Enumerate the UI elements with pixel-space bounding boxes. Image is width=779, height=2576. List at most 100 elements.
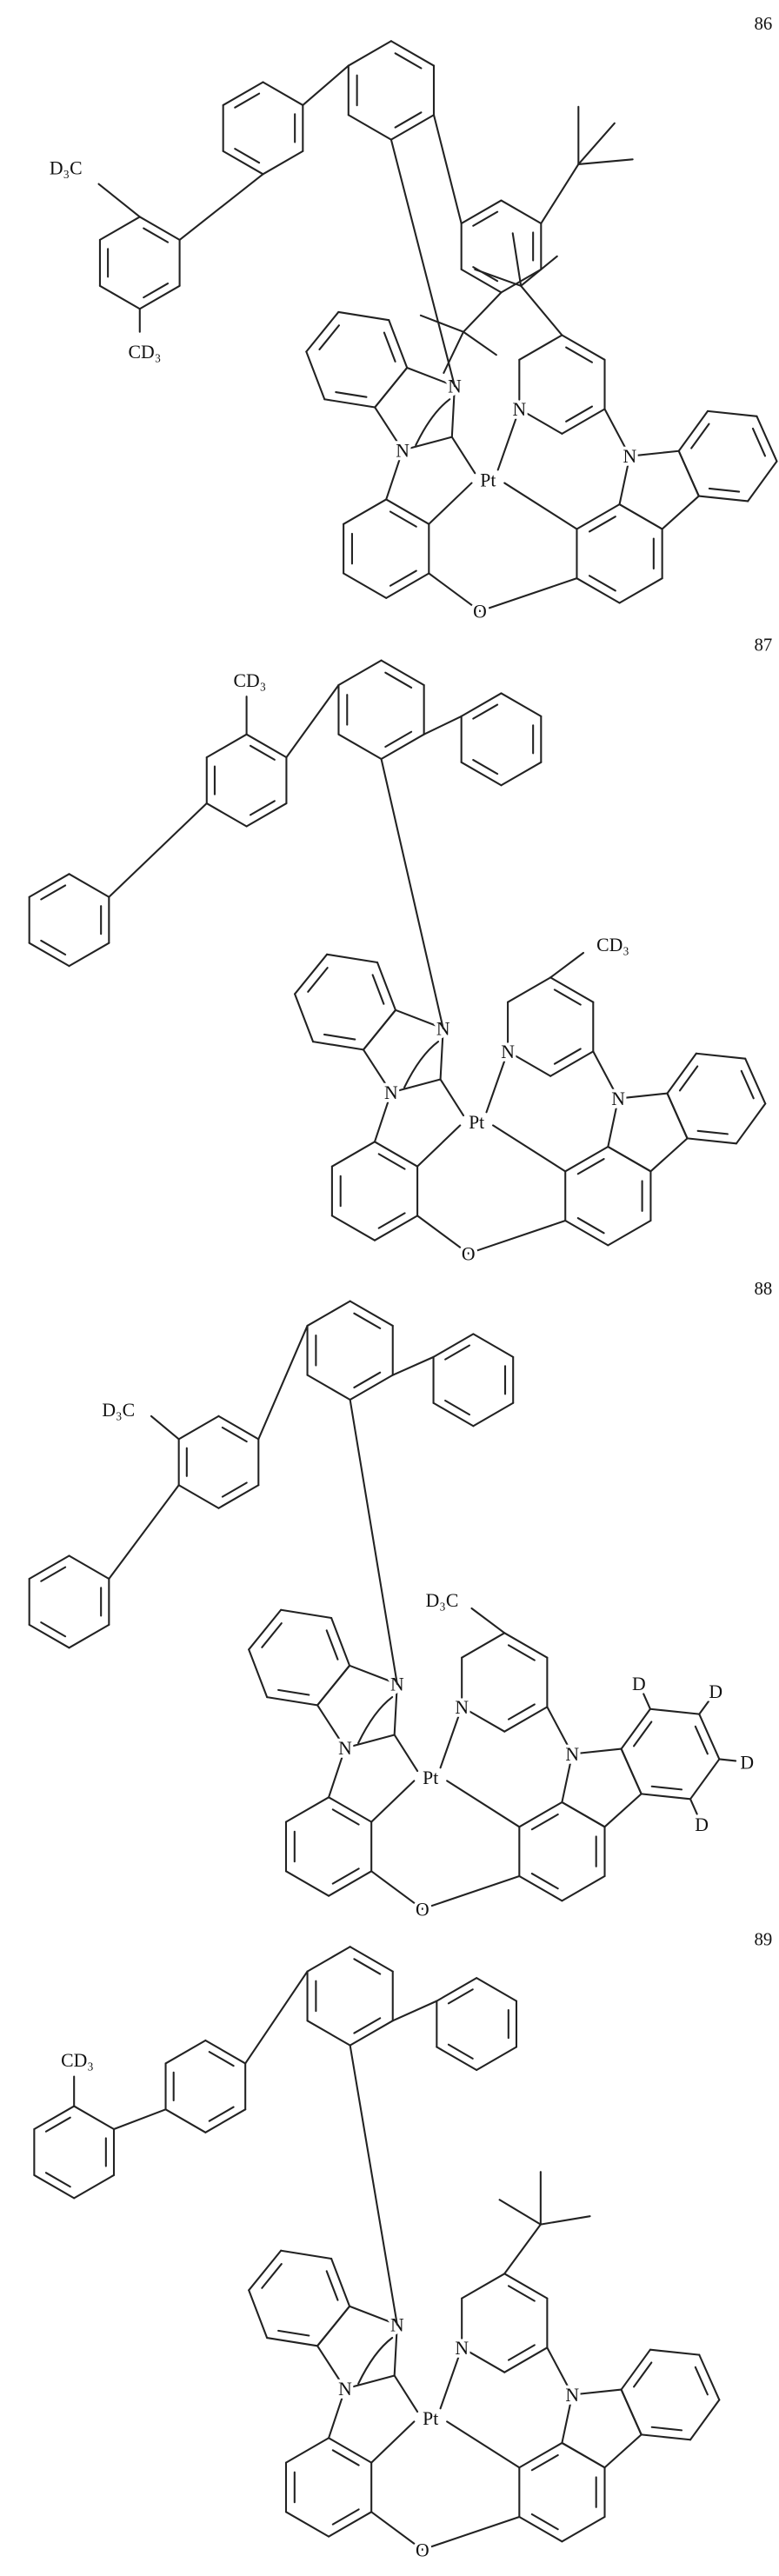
- bond: [476, 1978, 516, 2000]
- bond: [350, 1947, 393, 1971]
- bond: [493, 1125, 565, 1171]
- atom-label-oxygen: O: [416, 1899, 429, 1920]
- double-bond: [680, 1067, 697, 1091]
- bond: [205, 2109, 245, 2132]
- bond: [308, 1301, 350, 1326]
- bond: [436, 1978, 476, 2000]
- double-bond: [652, 1787, 682, 1790]
- bond: [550, 977, 593, 1002]
- bond: [562, 1876, 604, 1900]
- bond: [350, 1301, 393, 1326]
- bond: [699, 2355, 719, 2400]
- bond: [345, 1734, 395, 1747]
- bond: [327, 955, 377, 962]
- atom-label-nitrogen: N: [455, 2338, 469, 2359]
- bond: [286, 2438, 329, 2462]
- bond: [519, 335, 562, 359]
- double-bond: [319, 325, 338, 349]
- double-bond: [278, 2331, 309, 2336]
- bond: [480, 578, 577, 611]
- bond: [473, 1334, 513, 1356]
- bond: [245, 1972, 307, 2064]
- bond: [504, 2273, 547, 2298]
- bond: [218, 1416, 258, 1439]
- double-bond: [698, 1131, 728, 1135]
- bond: [736, 1103, 765, 1143]
- atom-label-nitrogen: N: [501, 1042, 515, 1062]
- atom-label-platinum: Pt: [469, 1112, 484, 1133]
- bond: [650, 1138, 687, 1171]
- bond: [218, 1485, 258, 1508]
- bond: [223, 82, 263, 104]
- bond: [642, 1794, 690, 1799]
- tert-butyl-methyl: [500, 2200, 541, 2224]
- substituent-label: D₃C: [50, 157, 83, 178]
- bond: [329, 1797, 371, 1821]
- bond: [332, 1142, 375, 1166]
- bond: [363, 1010, 396, 1050]
- bond: [345, 2375, 395, 2388]
- bond: [331, 2259, 350, 2306]
- bond: [350, 1400, 397, 1684]
- deuterium-bond: [699, 1701, 709, 1714]
- bond: [501, 201, 541, 223]
- bond: [424, 716, 462, 735]
- bond: [338, 661, 381, 685]
- bond: [650, 2350, 699, 2355]
- bond: [501, 693, 541, 716]
- substituent-label: CD₃: [596, 935, 629, 955]
- atom-label-oxygen: O: [416, 2539, 429, 2560]
- bond: [343, 499, 386, 523]
- bond: [434, 1403, 474, 1426]
- substituent-label: D₃C: [426, 1590, 459, 1611]
- bond: [393, 2001, 437, 2021]
- tert-butyl-methyl: [475, 270, 521, 286]
- bond: [391, 1080, 441, 1093]
- bond: [371, 1781, 414, 1821]
- bond: [329, 2438, 371, 2462]
- double-bond: [324, 1035, 355, 1040]
- bond: [349, 115, 391, 139]
- bond: [391, 115, 434, 139]
- bond: [699, 496, 748, 502]
- compound-89: 89NNPtNNOCD₃: [34, 1929, 772, 2560]
- atom-label-nitrogen: N: [565, 2385, 579, 2406]
- bond: [267, 1697, 317, 1705]
- bond: [308, 1375, 350, 1400]
- deuterium-bond: [719, 1759, 736, 1761]
- bond: [504, 483, 576, 529]
- double-bond: [373, 975, 384, 1003]
- bond: [504, 1633, 547, 1657]
- bond: [109, 803, 206, 897]
- compound-number: 87: [755, 635, 773, 655]
- double-bond: [327, 2271, 338, 2300]
- deuterium-label: D: [740, 1752, 754, 1773]
- compound-86: 86NNPtNNOD₃CCD₃: [50, 14, 777, 622]
- bond: [329, 1871, 371, 1895]
- atom-label-platinum: Pt: [423, 2408, 438, 2429]
- bond: [258, 1326, 307, 1439]
- bond: [462, 693, 502, 716]
- bond: [423, 1876, 520, 1909]
- bond: [690, 2400, 719, 2440]
- bond: [332, 1215, 375, 1240]
- bond: [349, 41, 391, 65]
- bond: [70, 943, 110, 966]
- bond: [30, 943, 70, 966]
- double-bond: [262, 1623, 281, 1647]
- bond: [34, 2107, 74, 2129]
- bond: [281, 1610, 331, 1618]
- bond: [100, 216, 140, 239]
- bond: [343, 573, 386, 597]
- bond: [519, 1802, 562, 1827]
- atom-label-nitrogen: N: [611, 1088, 625, 1109]
- bond: [375, 1142, 417, 1166]
- tert-butyl-bond: [541, 164, 578, 223]
- bond: [471, 1608, 504, 1633]
- substituent-label: CD₃: [129, 342, 162, 363]
- bond: [324, 399, 375, 407]
- double-bond: [262, 2264, 281, 2288]
- bond: [441, 1080, 463, 1116]
- bond: [179, 1485, 219, 1508]
